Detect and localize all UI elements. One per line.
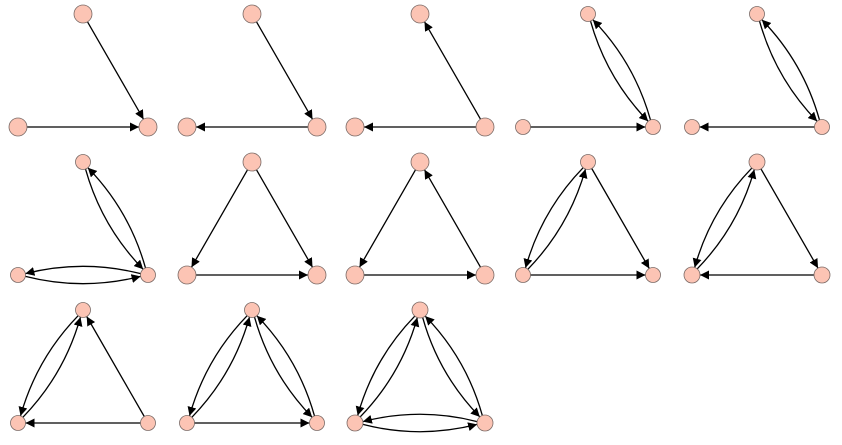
edge-left-to-top	[696, 169, 757, 270]
node-right	[307, 265, 327, 285]
edge-top-to-right	[589, 20, 649, 122]
edge-right-to-left	[25, 265, 141, 276]
edge-top-to-right	[760, 168, 819, 269]
edge-top-to-right	[84, 168, 144, 270]
node-right	[309, 415, 325, 431]
edge-right-to-top	[761, 19, 821, 121]
node-left	[515, 267, 531, 283]
node-top	[580, 154, 596, 170]
edge-top-to-left	[190, 169, 249, 268]
motif-panel-9	[515, 154, 661, 283]
edge-left-to-right	[25, 274, 141, 285]
edge-right-to-top	[256, 315, 316, 417]
edge-top-to-left	[358, 169, 417, 268]
motif-panel-13	[346, 301, 494, 433]
node-right	[645, 267, 661, 283]
edge-left-to-top	[359, 317, 420, 418]
motif-panel-10	[683, 153, 831, 284]
node-left	[683, 266, 701, 284]
edge-right-to-top	[592, 19, 652, 121]
motif-panel-1	[8, 4, 158, 137]
edge-left-to-right	[362, 422, 478, 433]
edge-top-to-right	[758, 20, 818, 122]
node-right	[814, 119, 830, 135]
node-top	[580, 6, 596, 22]
edge-top-to-left	[18, 315, 79, 417]
motif-panel-2	[177, 4, 327, 137]
node-left	[346, 414, 364, 432]
edge-top-to-left	[355, 315, 416, 416]
node-right	[307, 117, 327, 137]
edge-right-to-left	[362, 413, 478, 424]
edge-right-to-top	[423, 21, 482, 120]
motif-panel-7	[177, 152, 327, 285]
edge-right-to-top	[86, 316, 145, 417]
node-right	[138, 117, 158, 137]
motif-panel-6	[10, 154, 156, 285]
node-left	[345, 117, 365, 137]
motif-panel-8	[345, 152, 495, 285]
node-right	[140, 267, 156, 283]
node-left	[684, 119, 700, 135]
node-left	[345, 265, 365, 285]
edge-left-to-top	[527, 168, 588, 270]
node-left	[10, 267, 26, 283]
edge-top-to-left	[692, 167, 753, 268]
edge-left-to-top	[191, 316, 252, 418]
node-right	[475, 265, 495, 285]
node-left	[515, 119, 531, 135]
edge-right-to-top	[423, 169, 482, 268]
node-top	[73, 4, 93, 24]
node-right	[645, 119, 661, 135]
edge-top-to-left	[187, 315, 248, 417]
node-right	[813, 266, 831, 284]
node-top	[411, 301, 429, 319]
node-top	[748, 153, 766, 171]
node-top	[242, 4, 262, 24]
node-right	[475, 117, 495, 137]
motif-panel-5	[684, 6, 830, 135]
node-left	[10, 415, 26, 431]
node-top	[410, 4, 430, 24]
edge-top-to-left	[523, 167, 584, 269]
motif-panel-12	[179, 302, 325, 431]
node-top	[410, 152, 430, 172]
node-right	[140, 415, 156, 431]
motif-panel-3	[345, 4, 495, 137]
node-top	[244, 302, 260, 318]
edge-top-to-right	[422, 317, 481, 418]
edge-top-to-right	[591, 168, 650, 269]
node-top	[75, 154, 91, 170]
node-left	[177, 117, 197, 137]
node-left	[177, 265, 197, 285]
motif-panel-11	[10, 302, 156, 431]
node-top	[749, 6, 765, 22]
edge-top-to-right	[86, 21, 145, 120]
motif-panel-4	[515, 6, 661, 135]
node-left	[8, 117, 28, 137]
node-top	[242, 152, 262, 172]
node-top	[75, 302, 91, 318]
edge-top-to-right	[255, 169, 314, 268]
edge-left-to-top	[22, 316, 83, 418]
edge-right-to-top	[424, 315, 483, 416]
edge-right-to-top	[87, 167, 147, 269]
node-left	[179, 415, 195, 431]
edge-top-to-right	[253, 316, 313, 418]
node-right	[476, 414, 494, 432]
edge-top-to-right	[255, 21, 314, 120]
